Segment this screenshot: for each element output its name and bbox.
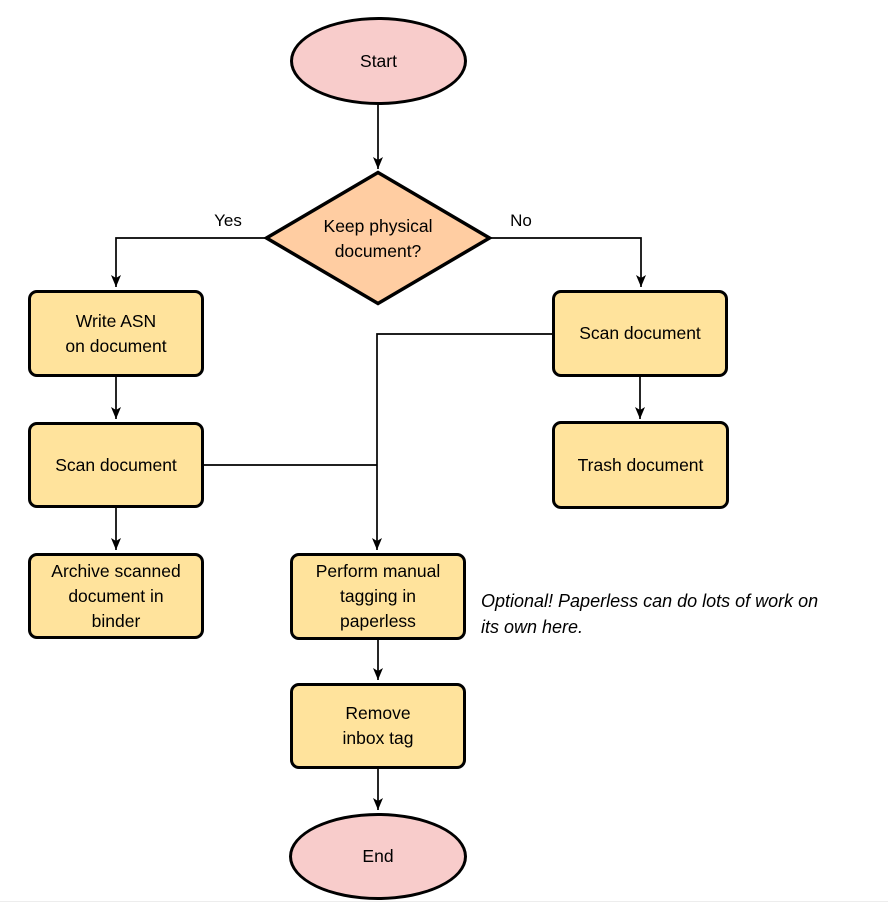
edge-scan-right-to-tagging xyxy=(372,333,552,550)
decision-diamond-shape xyxy=(263,170,493,306)
edge-label-yes: Yes xyxy=(214,211,242,230)
annotation-note: Optional! Paperless can do lots of work … xyxy=(481,591,819,637)
node-end-label: End xyxy=(362,846,394,866)
bottom-divider xyxy=(0,901,888,902)
node-remove-inbox-tag: Remove inbox tag xyxy=(290,683,466,769)
edge-decision-no-to-scan-right xyxy=(490,237,646,287)
node-scan-document-left: Scan document xyxy=(28,422,204,508)
node-write-asn: Write ASN on document xyxy=(28,290,204,377)
node-trash-document: Trash document xyxy=(552,421,729,509)
node-archive-document: Archive scanned document in binder xyxy=(28,553,204,639)
edge-label-no: No xyxy=(510,211,532,230)
node-decision-label: Keep physical document? xyxy=(323,216,433,261)
node-manual-tagging: Perform manual tagging in paperless xyxy=(290,553,466,640)
node-start-label: Start xyxy=(360,50,397,71)
node-start: Start xyxy=(290,17,467,105)
node-end: End xyxy=(289,813,467,900)
edge-decision-yes-to-write-asn xyxy=(111,237,265,287)
node-scan-document-right: Scan document xyxy=(552,290,728,377)
